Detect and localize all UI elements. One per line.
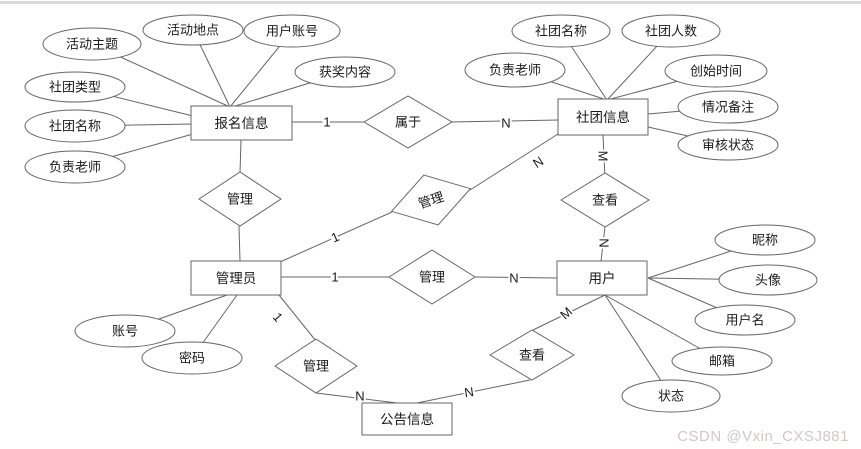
attribute-club-members bbox=[621, 14, 721, 48]
entity-announcement-info bbox=[361, 402, 453, 436]
cardinality-label: N bbox=[509, 271, 518, 286]
attribute-award-content-label: 获奖内容 bbox=[319, 65, 371, 80]
cardinality-label: 1 bbox=[331, 270, 338, 285]
edge-line bbox=[469, 133, 559, 191]
entity-user bbox=[556, 260, 648, 296]
cardinality-label: N bbox=[596, 238, 611, 247]
attribute-audit-status bbox=[677, 129, 779, 161]
attribute-nickname-label: 昵称 bbox=[752, 233, 778, 248]
edge-line bbox=[411, 379, 531, 405]
top-border-bar bbox=[0, 1, 861, 4]
edge-line bbox=[238, 225, 241, 262]
relationship-view-club-label: 查看 bbox=[592, 193, 618, 208]
attribute-situation-remark-label: 情况备注 bbox=[702, 100, 754, 115]
attribute-username bbox=[694, 304, 796, 336]
attribute-club-name-of-signup-label: 社团名称 bbox=[49, 119, 101, 134]
entity-club-info bbox=[557, 98, 649, 136]
edge-line bbox=[532, 294, 606, 331]
attribute-password-label: 密码 bbox=[179, 351, 205, 366]
edge-line bbox=[474, 276, 558, 279]
attribute-username-label: 用户名 bbox=[725, 313, 764, 328]
attribute-found-time-label: 创始时间 bbox=[690, 64, 742, 79]
entity-admin bbox=[190, 260, 282, 296]
attribute-user-account-label: 用户账号 bbox=[266, 24, 318, 39]
attribute-account-label: 账号 bbox=[112, 324, 138, 339]
attribute-avatar-label: 头像 bbox=[755, 273, 781, 288]
attribute-teacher-of-signup bbox=[24, 150, 126, 184]
entity-signup-info-label: 报名信息 bbox=[215, 115, 269, 131]
attribute-account bbox=[74, 314, 176, 348]
attribute-club-members-label: 社团人数 bbox=[645, 24, 697, 39]
entity-club-info-label: 社团信息 bbox=[576, 109, 630, 125]
attribute-email-label: 邮箱 bbox=[709, 354, 735, 369]
relationship-manage-user-label: 管理 bbox=[419, 270, 445, 285]
relationship-belongs-to-label: 属于 bbox=[395, 115, 421, 130]
attribute-audit-status-label: 审核状态 bbox=[702, 138, 754, 153]
attribute-club-name-of-club-label: 社团名称 bbox=[535, 24, 587, 39]
edge-line bbox=[600, 226, 606, 262]
entity-announcement-info-label: 公告信息 bbox=[380, 411, 434, 427]
relationship-manage-announcement bbox=[274, 338, 358, 394]
attribute-situation-remark bbox=[677, 90, 779, 124]
edge-line bbox=[278, 294, 317, 342]
attribute-teacher-of-signup-label: 负责老师 bbox=[49, 160, 101, 175]
attribute-activity-theme bbox=[42, 27, 142, 61]
cardinality-label: N bbox=[463, 384, 474, 400]
attribute-club-type bbox=[24, 71, 126, 103]
attribute-teacher-of-club bbox=[464, 52, 566, 88]
attribute-club-type-label: 社团类型 bbox=[49, 80, 101, 95]
attribute-activity-theme-label: 活动主题 bbox=[66, 37, 118, 52]
cardinality-label: 1 bbox=[323, 115, 330, 130]
relationship-manage-signup-label: 管理 bbox=[227, 192, 253, 207]
entity-signup-info bbox=[190, 105, 293, 141]
edge-line bbox=[315, 392, 406, 405]
cardinality-label: 1 bbox=[270, 310, 286, 325]
relationship-manage-club bbox=[390, 174, 472, 226]
attribute-email bbox=[671, 346, 773, 376]
relationship-view-announcement-label: 查看 bbox=[519, 348, 545, 363]
relationship-manage-signup bbox=[198, 171, 282, 227]
cardinality-label: M bbox=[557, 304, 575, 322]
relationship-belongs-to bbox=[363, 95, 453, 149]
cardinality-label: N bbox=[530, 153, 546, 171]
entity-user-label: 用户 bbox=[589, 270, 616, 286]
attribute-status bbox=[621, 379, 721, 413]
csdn-watermark: CSDN @Vxin_CXSJ881 bbox=[677, 428, 849, 445]
attribute-award-content bbox=[294, 56, 396, 88]
attribute-password bbox=[141, 341, 243, 375]
attribute-avatar bbox=[718, 264, 818, 296]
relationship-manage-announcement-label: 管理 bbox=[303, 359, 329, 374]
relationship-view-announcement bbox=[489, 329, 575, 381]
edge-line bbox=[451, 119, 559, 123]
attribute-activity-place-label: 活动地点 bbox=[167, 23, 219, 38]
edge-line bbox=[604, 294, 672, 397]
entity-admin-label: 管理员 bbox=[216, 271, 257, 286]
attribute-nickname bbox=[714, 224, 816, 256]
edge-line bbox=[279, 211, 393, 263]
cardinality-label: M bbox=[595, 151, 610, 162]
relationship-manage-user bbox=[388, 249, 476, 305]
edge-line bbox=[239, 139, 242, 174]
attribute-teacher-of-club-label: 负责老师 bbox=[489, 63, 541, 78]
attribute-found-time bbox=[664, 54, 768, 88]
attribute-club-name-of-club bbox=[511, 14, 611, 48]
cardinality-label: N bbox=[355, 389, 364, 404]
cardinality-label: N bbox=[501, 116, 510, 131]
relationship-view-club bbox=[560, 172, 650, 228]
attribute-club-name-of-signup bbox=[24, 109, 126, 143]
attribute-user-account bbox=[243, 14, 341, 48]
cardinality-label: 1 bbox=[329, 229, 342, 246]
attribute-activity-place bbox=[142, 14, 244, 46]
attribute-status-label: 状态 bbox=[658, 389, 684, 404]
edge-line bbox=[602, 134, 606, 179]
